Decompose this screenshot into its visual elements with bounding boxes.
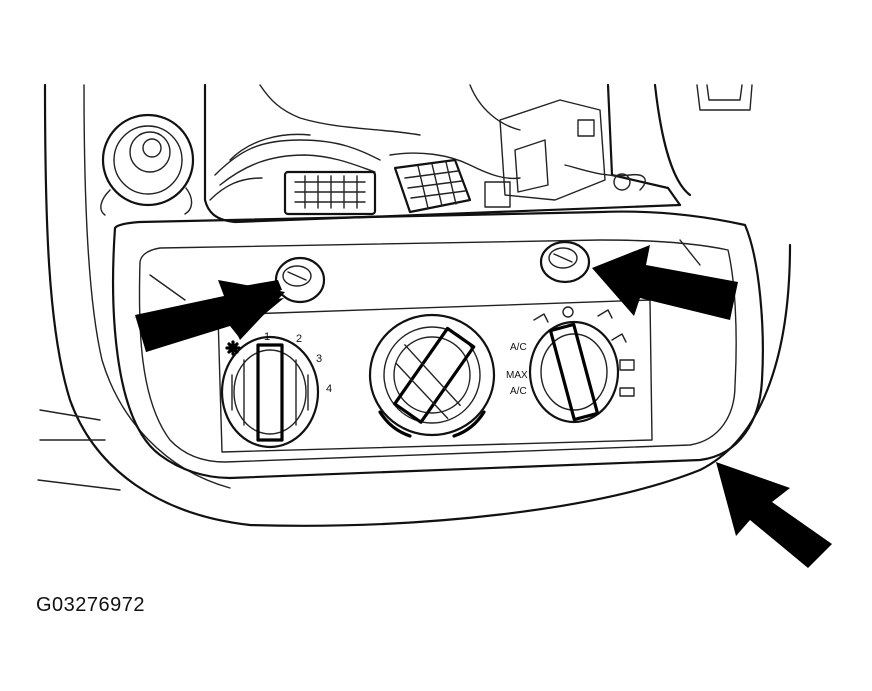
arrow-icon [716,462,832,568]
module-bracket [499,99,646,201]
temperature-knob [368,313,496,438]
dashboard-side-edge [83,84,231,489]
mode-panel-icon [533,309,635,397]
mode-label-ac-2: A/C [510,386,527,397]
blower-speed-4: 4 [326,383,332,395]
blower-speed-3: 3 [316,353,322,365]
lower-trim-line [37,409,121,491]
connector-left [283,170,377,216]
blower-speed-knob [220,335,320,449]
connector-right [393,158,511,214]
cavity-outline [203,83,682,224]
air-distribution-knob [528,306,620,424]
round-vent [100,113,195,216]
bezel-inner-outline [138,239,737,463]
dashboard-outline [43,83,792,527]
screw-left [274,256,326,304]
arrow-icon [132,280,285,352]
figure-code: G03276972 [36,594,146,616]
screw-right [539,240,591,284]
mode-label-max: MAX [506,370,528,381]
blower-speed-2: 2 [296,333,302,345]
mode-label-ac: A/C [510,342,527,353]
bezel-outline [112,210,764,480]
top-right-switch [696,84,753,111]
arrow-icon [592,245,738,320]
wiring-harness [209,84,521,201]
fan-icon [225,340,241,356]
blower-speed-1: 1 [264,331,270,343]
control-faceplate [217,299,653,453]
